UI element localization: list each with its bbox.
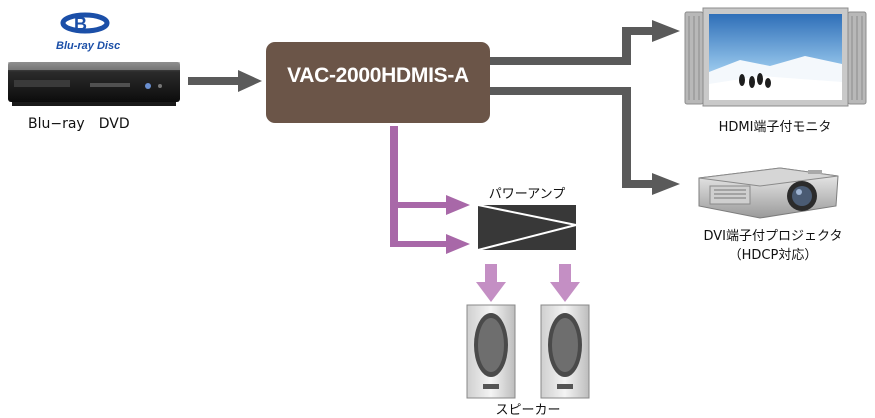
speaker-icon-right	[540, 304, 590, 399]
speaker-icon-left	[466, 304, 516, 399]
audio-arrows	[390, 126, 470, 254]
amp-label: パワーアンプ	[488, 187, 566, 202]
hub-box	[266, 42, 490, 123]
arrow-player-to-hub	[188, 70, 262, 92]
bluray-player-icon	[8, 62, 180, 106]
amp-to-speaker-arrows	[476, 264, 580, 302]
monitor-label: HDMI端子付モニタ	[718, 120, 832, 135]
projector-icon	[698, 167, 839, 219]
hub-label: VAC-2000HDMIS-A	[287, 64, 469, 87]
arrow-hub-to-monitor	[490, 20, 680, 65]
amplifier-icon	[477, 204, 577, 251]
arrow-hub-to-projector	[490, 87, 680, 195]
projector-label-line2: （HDCP対応）	[728, 248, 818, 263]
arrow-amp-to-speaker-left	[476, 264, 506, 302]
source-label: Blu−ray DVD	[28, 116, 130, 132]
blu-ray-disc-logo-text: Blu-ray Disc	[56, 40, 121, 52]
speakers-label: スピーカー	[495, 403, 561, 418]
svg-text:B: B	[74, 14, 87, 34]
video-arrows	[188, 20, 680, 195]
blu-ray-disc-logo: B	[60, 12, 110, 34]
arrow-amp-to-speaker-right	[550, 264, 580, 302]
projector-label-line1: DVI端子付プロジェクタ	[703, 229, 843, 244]
arrow-hub-to-amp	[390, 126, 470, 254]
monitor-icon	[684, 7, 867, 107]
